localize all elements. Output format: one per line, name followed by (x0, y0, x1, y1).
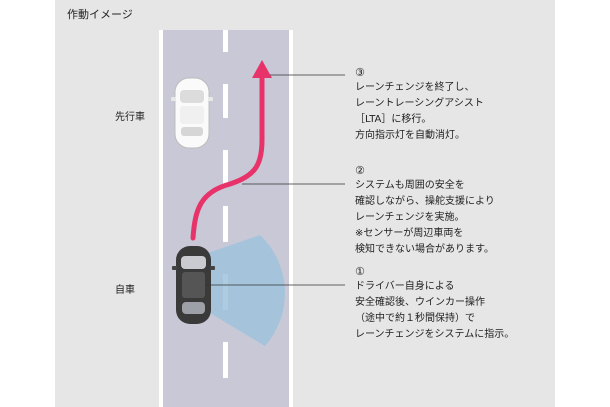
own-car-label: 自車 (115, 285, 135, 296)
step-3-line: 方向指示灯を自動消灯。 (355, 130, 465, 141)
sensor-zone (205, 235, 285, 346)
road-diagram (159, 30, 345, 407)
step-2-line: ※センサーが周辺車両を (355, 228, 464, 239)
step-2-line: 検知できない場合があります。 (355, 244, 494, 255)
step-2-annotation: ② システムも周囲の安全を 確認しながら、操舵支援により レーンチェンジを実施。… (355, 164, 495, 258)
diagram-title: 作動イメージ (67, 8, 133, 21)
step-1-annotation: ① ドライバー自身による 安全確認後、ウインカー操作 （途中で約１秒間保持）で … (355, 265, 514, 343)
step-1-line: （途中で約１秒間保持）で (355, 313, 475, 324)
step-2-line: 確認しながら、操舵支援により (355, 196, 495, 207)
step-3-annotation: ③ レーンチェンジを終了し、 レーントレーシングアシスト ［LTA］に移行。 方… (355, 66, 484, 144)
diagram-canvas: 作動イメージ 先行車 自車 ③ レーンチェンジを終了し、 レーントレーシングアシ… (55, 0, 555, 407)
arrow-head (252, 60, 272, 78)
step-3-line: レーントレーシングアシスト (355, 98, 484, 109)
road-edge-left (159, 30, 163, 407)
lane-change-arrow (190, 75, 265, 241)
step-1-number: ① (355, 265, 365, 278)
leading-car-label: 先行車 (115, 112, 145, 123)
step-3-number: ③ (355, 66, 365, 79)
own-car (172, 246, 215, 324)
step-1-line: 安全確認後、ウインカー操作 (355, 297, 485, 308)
step-1-line: ドライバー自身による (355, 281, 455, 292)
step-1-line: レーンチェンジをシステムに指示。 (355, 329, 515, 340)
step-2-line: システムも周囲の安全を (355, 180, 465, 191)
step-3-line: ［LTA］に移行。 (355, 114, 432, 125)
road-edge-right (289, 30, 293, 407)
leading-car (171, 77, 213, 149)
step-2-line: レーンチェンジを実施。 (355, 212, 465, 223)
step-2-number: ② (355, 164, 365, 177)
step-3-line: レーンチェンジを終了し、 (355, 82, 475, 93)
